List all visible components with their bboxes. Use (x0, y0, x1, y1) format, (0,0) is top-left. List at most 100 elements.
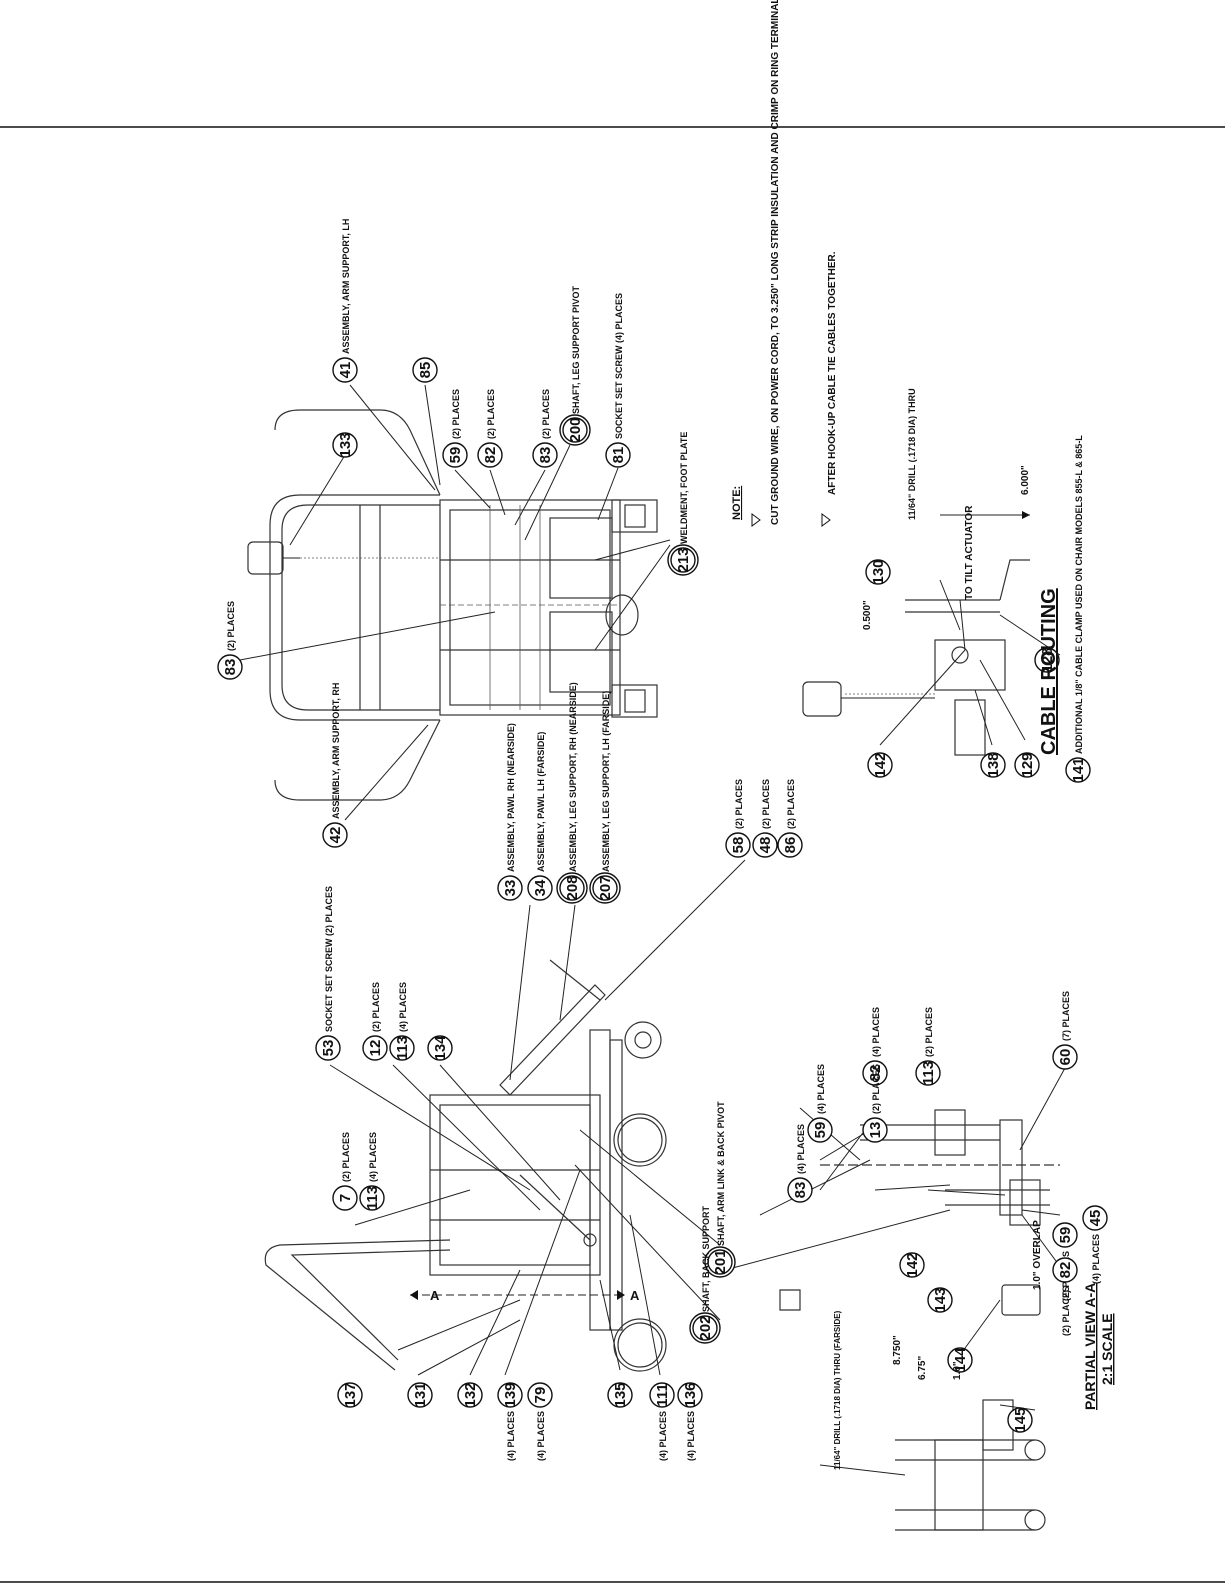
callout-number: 202 (697, 1315, 714, 1340)
note-flag-1 (751, 513, 761, 527)
callout-label: (2) PLACES (451, 389, 461, 439)
note-item-2: AFTER HOOK-UP CABLE TIE CABLES TOGETHER. (827, 251, 838, 495)
callout-label: (4) PLACES (368, 1132, 378, 1182)
callout-label: (4) PLACES (506, 1411, 516, 1461)
callout-200: 200 SHAFT, LEG SUPPORT PIVOT (559, 285, 591, 446)
callout-number: 200 (567, 417, 584, 442)
dim-8750: 8.750" (892, 1335, 903, 1365)
callout-label: SHAFT, LEG SUPPORT PIVOT (571, 285, 581, 414)
callout-number: 82 (482, 447, 499, 464)
note-item-1: CUT GROUND WIRE, ON POWER CORD, TO 3.250… (770, 0, 781, 525)
callout-113: 113 (2) PLACES (915, 1007, 941, 1086)
callout-7: 7(2) PLACES (332, 1132, 358, 1211)
callout-bubble (527, 875, 553, 901)
overlap-label: 1.0" OVERLAP (1032, 1220, 1043, 1290)
callout-83: 83(4) PLACES (787, 1124, 813, 1203)
callout-131: 131 (407, 1382, 433, 1408)
callout-label: (2) PLACES (924, 1007, 934, 1057)
callout-113: 113(4) PLACES (359, 1132, 385, 1211)
callout-number: 34 (532, 879, 549, 896)
side-view-drawing (264, 859, 746, 1376)
section-mark-a-left: A (430, 1288, 440, 1303)
callout-bubble (1014, 752, 1040, 778)
callout-bubble (752, 832, 778, 858)
callout-number: 145 (1012, 1407, 1029, 1432)
cable-routing-title: CABLE ROUTING (1038, 588, 1060, 755)
cable-routing-drill: 11/64" DRILL (.1718 DIA) THRU (907, 388, 917, 520)
partial-view-aa-drawing (819, 1399, 1046, 1531)
callout-48: 48(2) PLACES (752, 779, 778, 858)
callout-bubble (980, 752, 1006, 778)
callout-bubble (497, 1382, 523, 1408)
callout-144: 144 (947, 1347, 973, 1373)
callout-number: 139 (502, 1382, 519, 1407)
callout-13: 13(2) PLACES (862, 1064, 888, 1143)
callout-132: 132 (457, 1382, 483, 1408)
callout-bubble (947, 1347, 973, 1373)
callout-59: 59(2) PLACES (442, 389, 468, 468)
callout-bubble (1065, 757, 1091, 783)
callout-bubble (865, 559, 891, 585)
callout-number: 7 (337, 1194, 354, 1202)
callout-number: 208 (564, 875, 581, 900)
callout-bubble (867, 752, 893, 778)
callout-label: (2) PLACES (1061, 1286, 1071, 1336)
callout-number: 138 (985, 752, 1002, 777)
callout-label: (2) PLACES (734, 779, 744, 829)
callout-number: 42 (327, 827, 344, 844)
callout-number: 141 (1070, 757, 1087, 782)
callout-label: (2) PLACES (541, 389, 551, 439)
callout-135: 135 (607, 1382, 633, 1408)
callout-bubble (527, 1382, 553, 1408)
callout-12: 12(2) PLACES (362, 982, 388, 1061)
dim-6000: 6.000" (1020, 465, 1031, 495)
callout-number: 113 (920, 1061, 937, 1085)
callout-bubble (677, 1382, 703, 1408)
cable-routing-drawing (802, 511, 1061, 756)
callout-number: 133 (337, 432, 354, 457)
callout-label: WELDMENT, FOOT PLATE (679, 432, 689, 544)
callout-label: (4) PLACES (816, 1064, 826, 1114)
callout-bubble (532, 442, 558, 468)
callout-143: 143 (927, 1287, 953, 1313)
callout-85: 85 (412, 357, 438, 383)
callout-bubble (332, 1185, 358, 1211)
callout-number: 83 (792, 1182, 809, 1199)
callout-bubble (412, 357, 438, 383)
callout-number: 59 (812, 1122, 829, 1139)
section-mark-a-right: A (630, 1288, 640, 1303)
callout-number: 86 (782, 837, 799, 854)
callout-82: 82(4) PLACES (862, 1007, 888, 1086)
partial-view-scale: 2:1 SCALE (1099, 1313, 1115, 1385)
callout-bubble (707, 1249, 733, 1275)
callout-label: SHAFT, ARM LINK & BACK PIVOT (716, 1101, 726, 1246)
callout-138: 138 (980, 752, 1006, 778)
partial-view-drill: 11/64" DRILL (.1718 DIA) THRU (FARSIDE) (833, 1310, 842, 1470)
callout-number: 129 (1019, 752, 1036, 777)
callout-label: ASSEMBLY, LEG SUPPORT, RH (NEARSIDE) (568, 682, 578, 872)
callout-number: 13 (867, 1122, 884, 1139)
callout-60: 60(7) PLACES (1052, 991, 1078, 1070)
callout-bubble (562, 417, 588, 443)
callout-137: 137 (337, 1382, 363, 1408)
callout-label: ASSEMBLY, PAWL LH (FARSIDE) (536, 732, 546, 872)
callout-130: 130 (865, 559, 891, 585)
callout-58: 58(2) PLACES (725, 779, 751, 858)
callout-128: 128 (1034, 647, 1060, 673)
callout-label: (4) PLACES (658, 1411, 668, 1461)
callout-number: 82 (867, 1065, 884, 1082)
callout-bubble (607, 1382, 633, 1408)
callout-bubble (359, 1185, 385, 1211)
callout-bubble (332, 357, 358, 383)
callout-label: SOCKET SET SCREW (2) PLACES (324, 886, 334, 1032)
callout-label: ASSEMBLY, ARM SUPPORT, RH (331, 683, 341, 819)
callout-bubble (692, 1315, 718, 1341)
callout-bubble (362, 1035, 388, 1061)
callout-bubble (862, 1117, 888, 1143)
callout-82: 82(2) PLACES (1052, 1257, 1078, 1336)
callout-83: 83(2) PLACES (217, 601, 243, 680)
